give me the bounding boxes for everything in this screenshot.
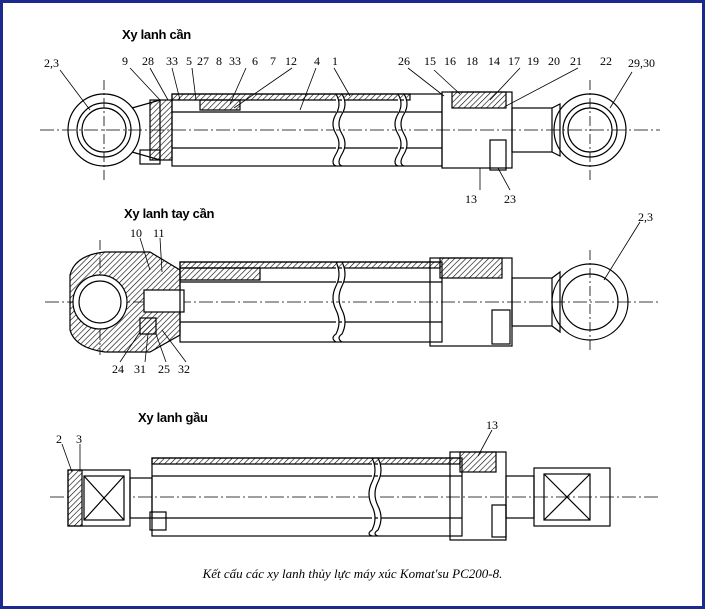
callout: 23 <box>504 192 516 206</box>
boom-cylinder-title: Xy lanh cần <box>122 27 191 42</box>
callout: 29,30 <box>628 56 655 70</box>
callout: 10 <box>130 226 142 240</box>
callout: 16 <box>444 54 456 68</box>
bucket-cylinder <box>50 451 660 541</box>
callout: 18 <box>466 54 478 68</box>
callout: 3 <box>76 432 82 446</box>
callout: 33 <box>166 54 178 68</box>
callout: 15 <box>424 54 436 68</box>
callout: 9 <box>122 54 128 68</box>
callout: 6 <box>252 54 258 68</box>
callout: 7 <box>270 54 276 68</box>
callout: 17 <box>508 54 520 68</box>
leader-lines <box>59 67 641 473</box>
arm-cylinder <box>45 240 660 355</box>
callout: 21 <box>570 54 582 68</box>
callout: 20 <box>548 54 560 68</box>
callout: 13 <box>465 192 477 206</box>
callout: 14 <box>488 54 500 68</box>
callout: 31 <box>134 362 146 376</box>
callout: 22 <box>600 54 612 68</box>
callout: 5 <box>186 54 192 68</box>
callout: 4 <box>314 54 320 68</box>
callout: 2,3 <box>44 56 59 70</box>
callout: 27 <box>197 54 209 68</box>
callout: 1 <box>332 54 338 68</box>
figure-caption: Kết cấu các xy lanh thủy lực máy xúc Kom… <box>202 566 503 581</box>
callout: 8 <box>216 54 222 68</box>
callout: 24 <box>112 362 124 376</box>
callout: 19 <box>527 54 539 68</box>
callout: 25 <box>158 362 170 376</box>
callout: 12 <box>285 54 297 68</box>
callout: 13 <box>486 418 498 432</box>
callout: 2 <box>56 432 62 446</box>
bucket-cylinder-title: Xy lanh gầu <box>138 410 208 425</box>
callout: 33 <box>229 54 241 68</box>
callout: 28 <box>142 54 154 68</box>
callout: 11 <box>153 226 165 240</box>
callout: 32 <box>178 362 190 376</box>
callout: 2,3 <box>638 210 653 224</box>
boom-cylinder <box>40 80 660 180</box>
arm-cylinder-title: Xy lanh tay cần <box>124 206 215 221</box>
callout: 26 <box>398 54 410 68</box>
